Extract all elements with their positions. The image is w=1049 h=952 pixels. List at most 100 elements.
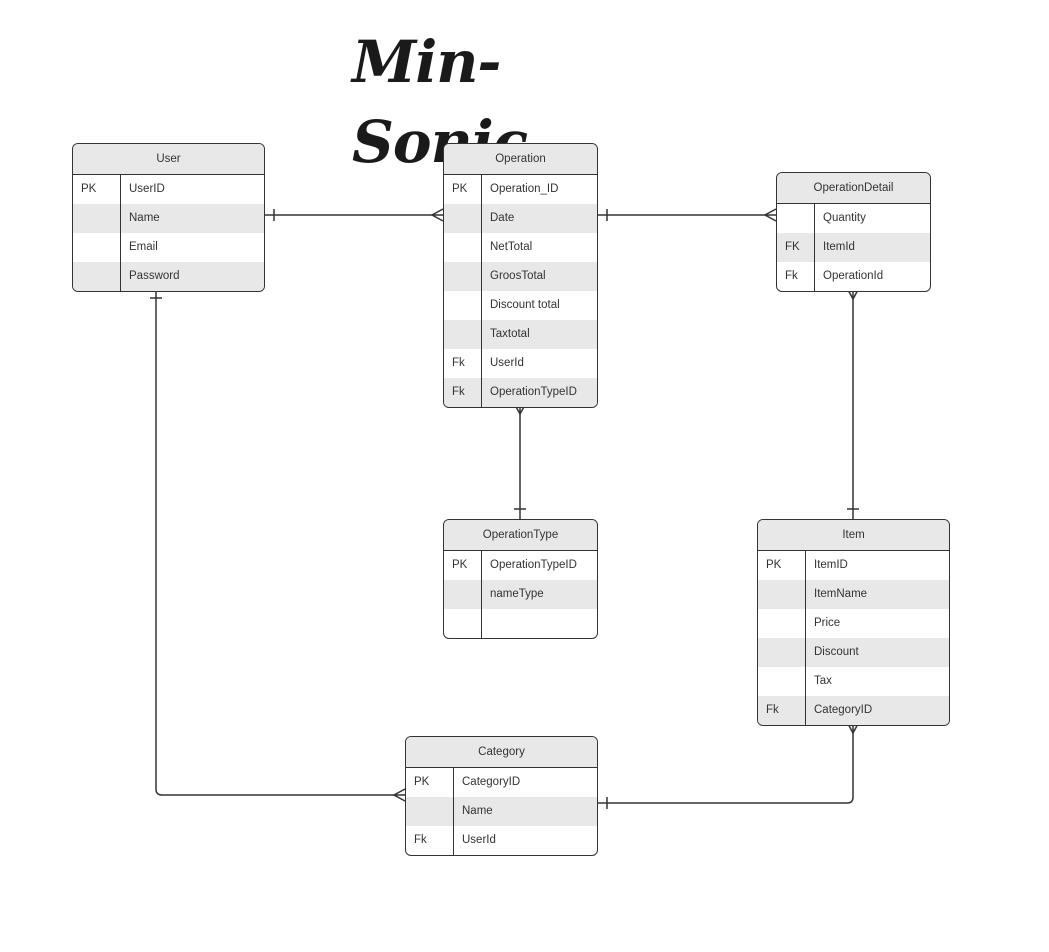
entity-row: ItemName [758,580,949,609]
field-label: ItemID [814,559,848,571]
entity-row: Email [73,233,264,262]
entity-header: OperationType [444,520,597,551]
entity-row: Discount total [444,291,597,320]
key-label [73,204,121,233]
rel-operation-operationdetail [597,208,777,222]
field-label: UserId [462,834,496,846]
entity-row: PK CategoryID [406,768,597,797]
field-label: UserID [129,183,165,195]
field-label: Discount [814,646,859,658]
key-label [758,580,806,609]
field-label: CategoryID [814,704,873,716]
field-label: ItemId [823,241,855,253]
field-label: Date [490,212,515,224]
entity-row: PK Operation_ID [444,175,597,204]
entity-row: Taxtotal [444,320,597,349]
many-marker [392,788,406,802]
entity-operation-detail[interactable]: OperationDetail Quantity FK ItemId Fk Oper… [776,172,931,292]
entity-row: Quantity [777,204,930,233]
key-label: FK [777,233,815,262]
rel-user-category [150,288,406,802]
entity-row: GroosTotal [444,262,597,291]
entity-operation-type[interactable]: OperationType PK OperationTypeID nameType [443,519,598,639]
entity-row: Name [406,797,597,826]
rel-operationdetail-item [846,287,860,519]
diagram-title: Min-Sonic [352,28,528,176]
key-label [758,609,806,638]
entity-row: Fk CategoryID [758,696,949,725]
field-label: NetTotal [490,241,533,253]
field-label: Name [462,805,493,817]
field-label: OperationTypeID [490,559,577,571]
entity-row: PK UserID [73,175,264,204]
field-label: OperationId [823,270,884,282]
entity-row: Price [758,609,949,638]
entity-row: Password [73,262,264,291]
field-label: ItemName [814,588,868,600]
entity-row: PK ItemID [758,551,949,580]
field-label: Quantity [823,212,866,224]
entity-row [444,609,597,638]
key-label: Fk [777,262,815,291]
key-label: PK [758,551,806,580]
entity-row: Fk OperationId [777,262,930,291]
field-label: Discount total [490,299,560,311]
field-label [482,609,490,638]
key-label: PK [444,551,482,580]
key-label [73,233,121,262]
key-label [444,320,482,349]
field-label: Name [129,212,160,224]
key-label [758,667,806,696]
key-label: PK [73,175,121,204]
field-label: Password [129,270,180,282]
key-label [444,291,482,320]
entity-header: User [73,144,264,175]
field-label: nameType [490,588,544,600]
entity-item[interactable]: Item PK ItemID ItemName Price Discount Ta… [757,519,950,726]
key-label [444,204,482,233]
rel-item-category [597,721,860,809]
field-label: OperationTypeID [490,386,577,398]
entity-row: Name [73,204,264,233]
field-label: Email [129,241,158,253]
key-label: Fk [444,349,482,378]
rel-user-operation [264,208,444,222]
key-label: Fk [758,696,806,725]
entity-row: Fk UserId [444,349,597,378]
entity-row: Fk OperationTypeID [444,378,597,407]
key-label: PK [444,175,482,204]
key-label [444,580,482,609]
entity-row: PK OperationTypeID [444,551,597,580]
entity-user[interactable]: User PK UserID Name Email Password [72,143,265,292]
entity-row: nameType [444,580,597,609]
field-label: UserId [490,357,524,369]
key-label [444,233,482,262]
entity-row: NetTotal [444,233,597,262]
key-label [777,204,815,233]
key-label [758,638,806,667]
key-label: PK [406,768,454,797]
field-label: Operation_ID [490,183,559,195]
key-label [444,609,482,638]
field-label: Taxtotal [490,328,530,340]
entity-header: OperationDetail [777,173,930,204]
key-label [406,797,454,826]
many-marker [763,208,777,222]
entity-row: Date [444,204,597,233]
rel-operation-operationtype [513,402,527,519]
field-label: CategoryID [462,776,521,788]
field-label: GroosTotal [490,270,546,282]
entity-row: Discount [758,638,949,667]
entity-header: Item [758,520,949,551]
key-label [73,262,121,291]
entity-header: Category [406,737,597,768]
field-label: Tax [814,675,832,687]
key-label: Fk [444,378,482,407]
entity-row: Tax [758,667,949,696]
many-marker [430,208,444,222]
key-label [444,262,482,291]
